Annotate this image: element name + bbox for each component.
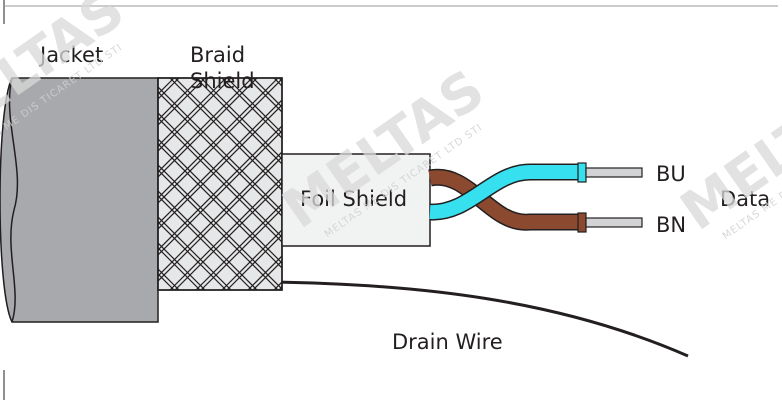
bn-conductor [585, 217, 643, 228]
foil-shield [281, 153, 431, 247]
label-shield: Shield [190, 69, 255, 93]
label-foil-shield: Foil Shield [300, 187, 407, 211]
bu-conductor [585, 167, 643, 178]
label-drain-wire: Drain Wire [392, 330, 503, 354]
label-braid: Braid [190, 43, 245, 67]
label-bu: BU [656, 162, 686, 186]
frame-lines [3, 0, 778, 400]
label-jacket: Jacket [38, 43, 103, 67]
label-bn: BN [656, 213, 686, 237]
twisted-pair [428, 162, 643, 233]
label-data: Data [720, 187, 770, 211]
jacket [0, 77, 159, 323]
drain-wire [269, 280, 689, 358]
